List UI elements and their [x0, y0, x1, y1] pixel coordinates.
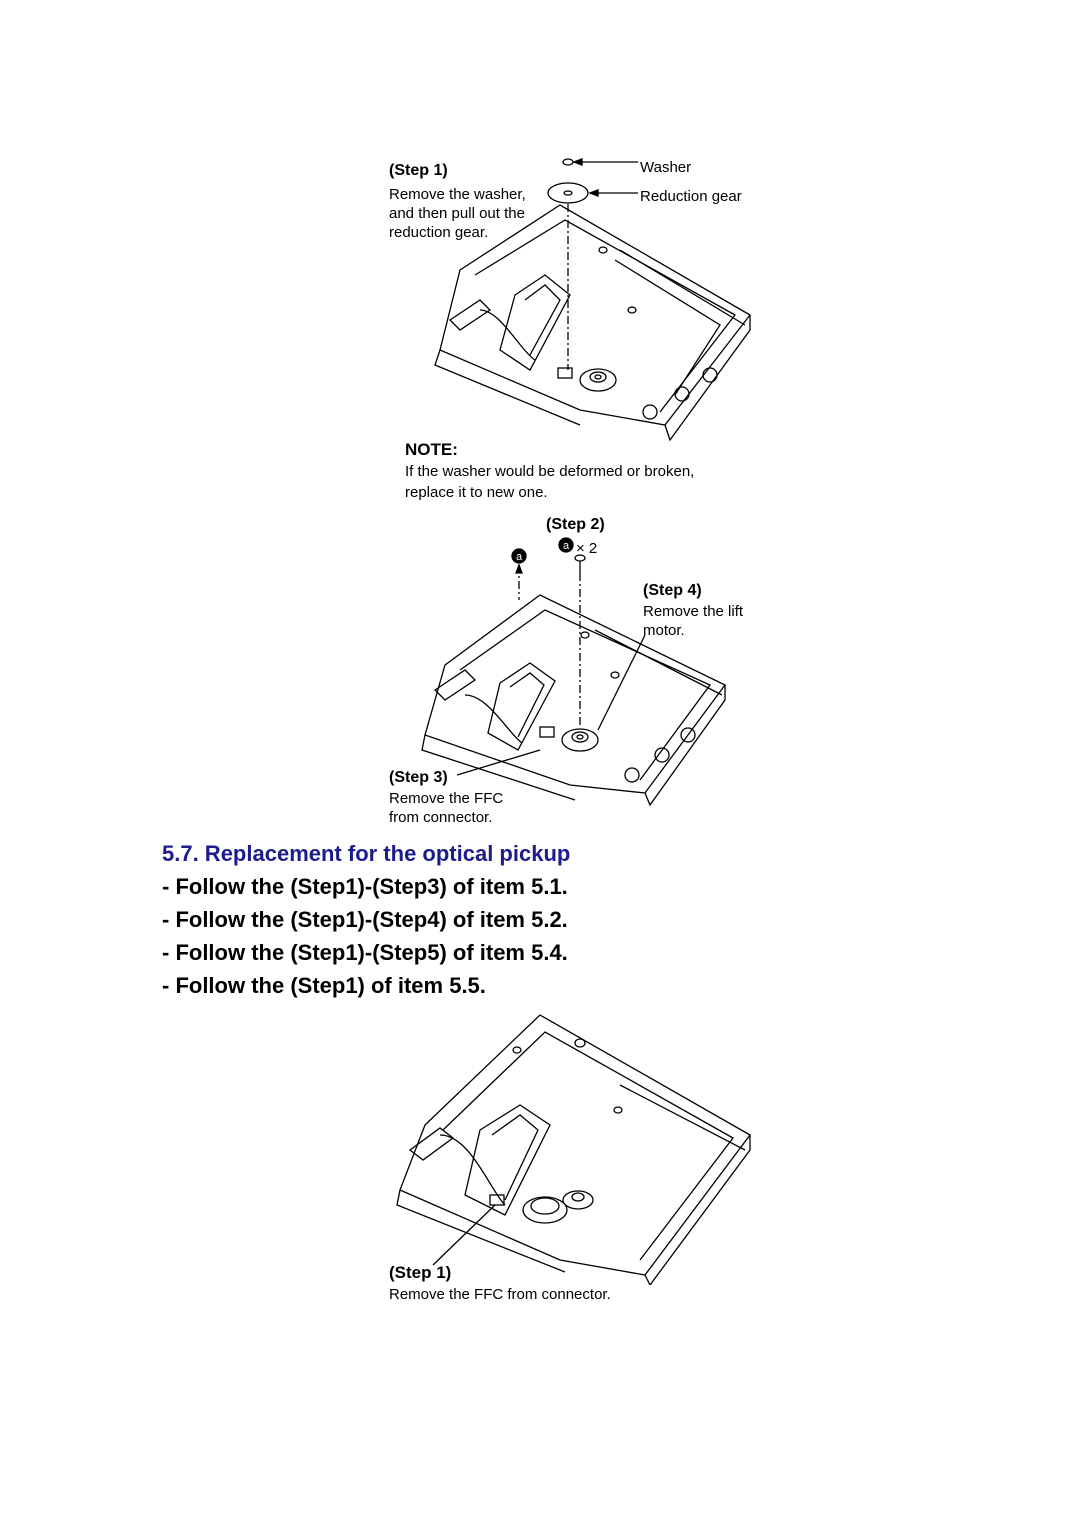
- figure2-step3-text-2: from connector.: [389, 809, 493, 826]
- figure2-step3-label: (Step 3): [389, 769, 448, 786]
- screw-count: × 2: [576, 540, 598, 557]
- figure3-step-text: Remove the FFC from connector.: [389, 1286, 611, 1303]
- follow-step-3: - Follow the (Step1)-(Step5) of item 5.4…: [162, 940, 568, 965]
- figure1-step-text-1: Remove the washer,: [389, 186, 526, 203]
- washer-part: [562, 158, 574, 166]
- marker-a-left: [511, 548, 527, 564]
- mechanism-drawing-1: [434, 158, 751, 442]
- follow-step-2: - Follow the (Step1)-(Step4) of item 5.2…: [162, 907, 568, 932]
- mechanism-drawing-2: a a: [421, 537, 726, 807]
- figure1-step-label: (Step 1): [389, 162, 448, 179]
- figure2-step4-label: (Step 4): [643, 582, 702, 599]
- note-heading: NOTE:: [405, 440, 458, 459]
- follow-step-1: - Follow the (Step1)-(Step3) of item 5.1…: [162, 874, 568, 899]
- marker-a-left-text: a: [516, 551, 523, 563]
- washer-callout: Washer: [640, 159, 692, 176]
- note-line-1: If the washer would be deformed or broke…: [405, 463, 695, 480]
- mechanism-drawing-3: [396, 1014, 751, 1285]
- screw-icon: [574, 554, 586, 562]
- figure2-step3-text-1: Remove the FFC: [389, 790, 504, 807]
- figure3-step-label: (Step 1): [389, 1263, 452, 1282]
- follow-step-4: - Follow the (Step1) of item 5.5.: [162, 973, 486, 998]
- marker-a-right: [558, 537, 574, 553]
- section-heading: 5.7. Replacement for the optical pickup: [162, 841, 571, 866]
- figure1-step-text-3: reduction gear.: [389, 224, 489, 241]
- figure1-step-text-2: and then pull out the: [389, 205, 525, 222]
- reduction-gear-callout: Reduction gear: [640, 188, 742, 205]
- reduction-gear-part: [547, 182, 589, 204]
- figure2-step2-label: (Step 2): [546, 516, 605, 533]
- note-line-2: replace it to new one.: [405, 484, 548, 501]
- marker-a-right-text: a: [563, 540, 570, 552]
- figure2-step4-text-2: motor.: [643, 622, 685, 639]
- figure2-step4-text-1: Remove the lift: [643, 603, 744, 620]
